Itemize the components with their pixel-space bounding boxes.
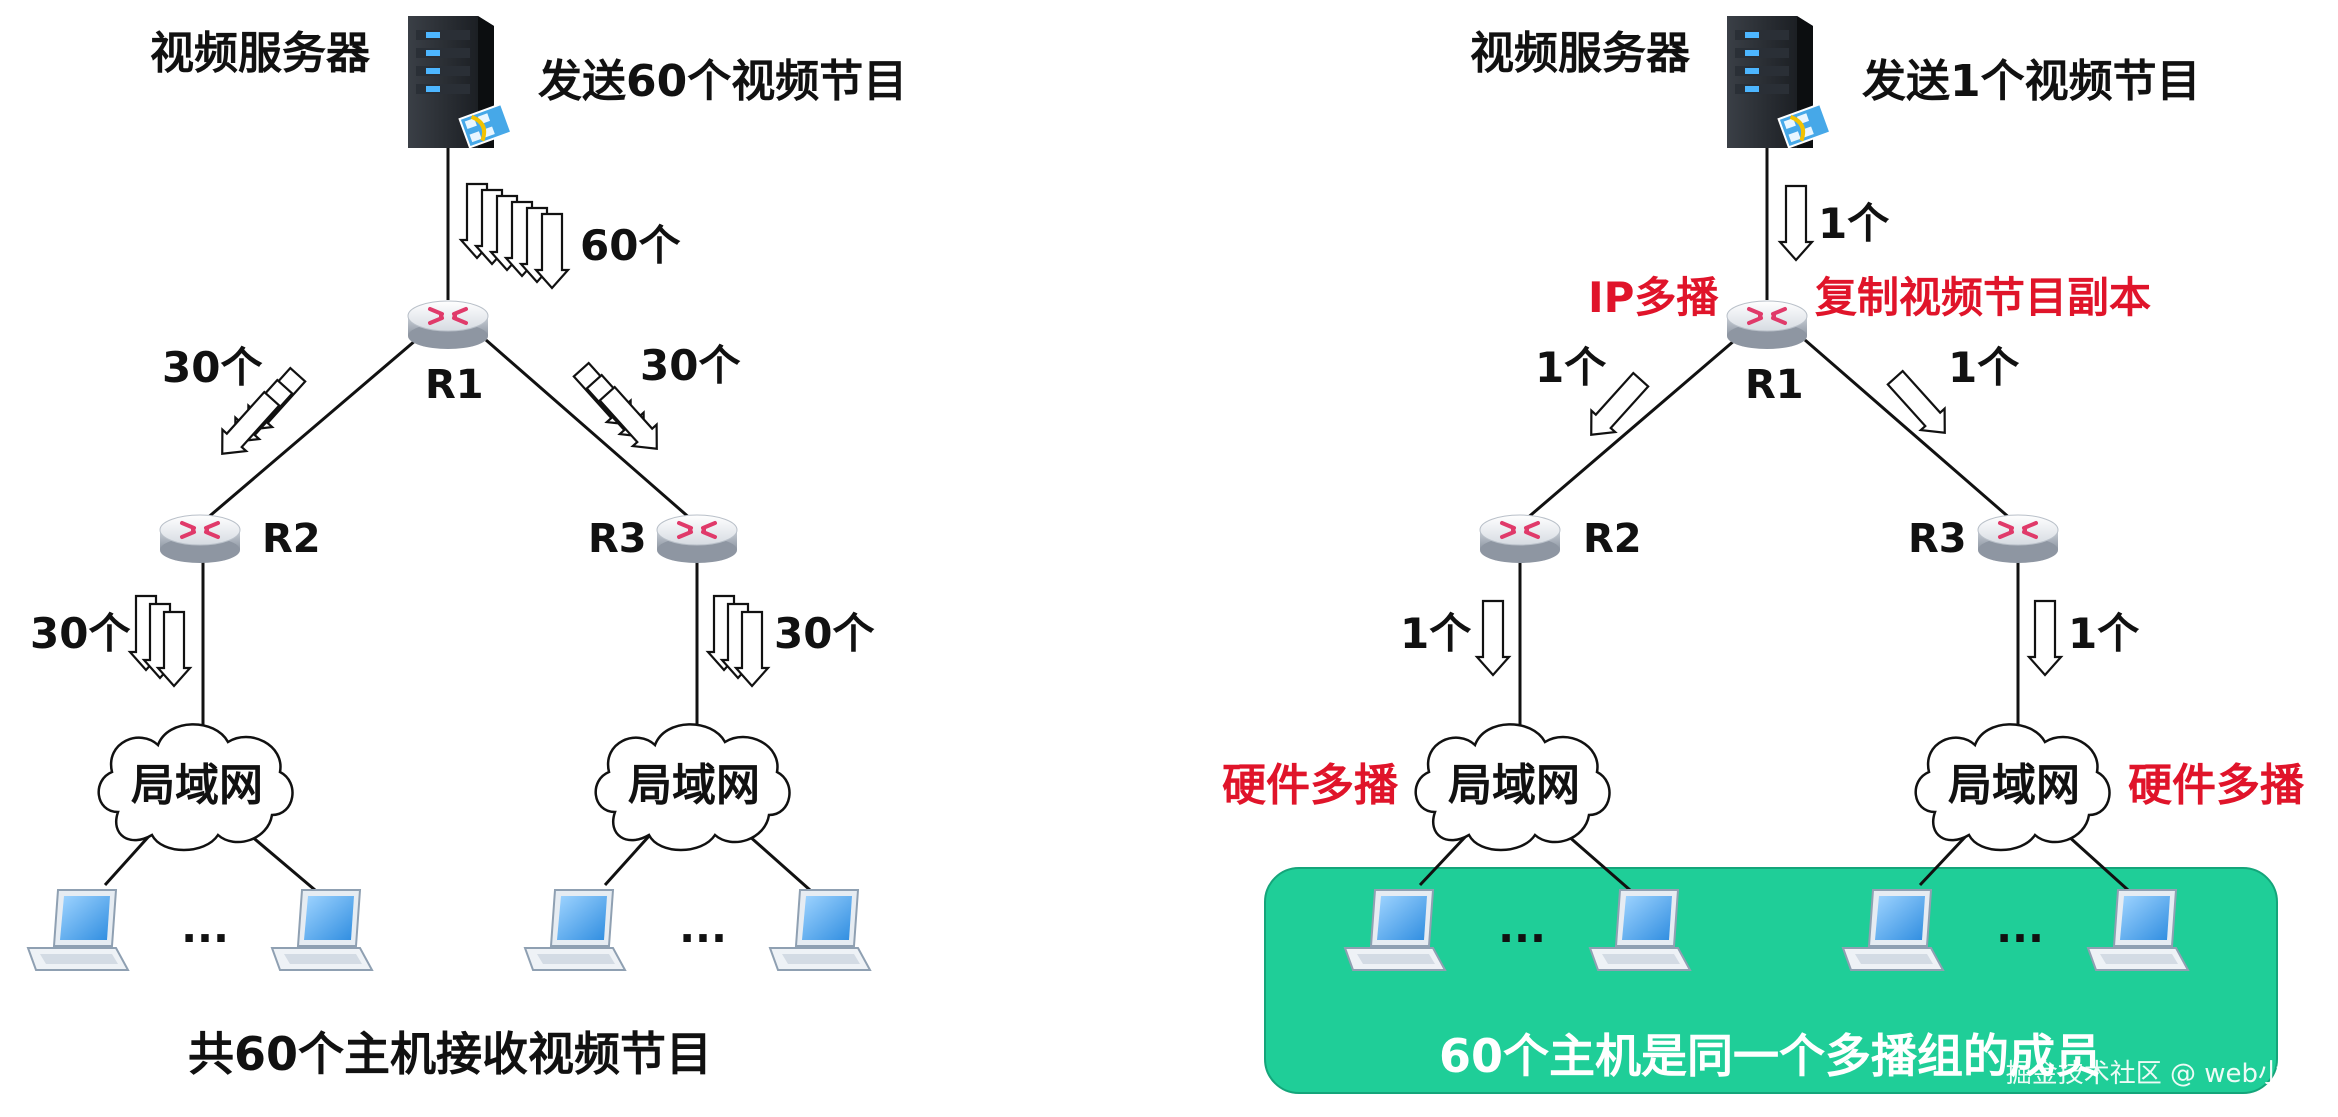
router-r2-label: R2 bbox=[262, 516, 321, 562]
left-panel: 视频服务器 发送60个视频节目 60个 30个 30个 bbox=[27, 14, 907, 1081]
router-r3-icon bbox=[1976, 513, 2060, 565]
count-r3-lan: 1个 bbox=[2068, 609, 2139, 658]
link-lan1-host-b bbox=[249, 833, 316, 892]
packet-r2-lan bbox=[1475, 599, 1511, 677]
count-server-r1: 1个 bbox=[1818, 199, 1889, 248]
router-r2-icon bbox=[158, 513, 242, 565]
link-r1-r2-left bbox=[204, 338, 417, 522]
link-lan4-host-a bbox=[1918, 833, 1969, 887]
count-r1-left: 1个 bbox=[1535, 343, 1606, 392]
lan-label: 局域网 bbox=[1948, 760, 2080, 811]
router-r1-label: R1 bbox=[1745, 362, 1804, 408]
lan-cloud-left: 局域网 bbox=[97, 723, 294, 852]
ellipsis: ... bbox=[679, 903, 727, 952]
count-r1-right: 30个 bbox=[640, 341, 740, 390]
lan-cloud-right: 局域网 bbox=[1914, 723, 2111, 852]
packet-stack-r3-lan bbox=[706, 594, 770, 688]
laptop-icon bbox=[271, 889, 373, 971]
ellipsis: ... bbox=[181, 903, 229, 952]
link-lan4-host-b bbox=[2065, 833, 2130, 892]
ellipsis: ... bbox=[1996, 903, 2044, 952]
link-lan2-host-a bbox=[603, 833, 652, 887]
router-r1-label: R1 bbox=[425, 362, 484, 408]
link-lan1-host-a bbox=[103, 833, 152, 887]
lan-label: 局域网 bbox=[628, 760, 760, 811]
count-r1-left: 30个 bbox=[162, 343, 262, 392]
router-r1-icon bbox=[1725, 299, 1809, 351]
count-r3-lan: 30个 bbox=[774, 609, 874, 658]
packet-r1-r3 bbox=[1882, 365, 1958, 445]
router-r3-label: R3 bbox=[1908, 516, 1967, 562]
lan-label: 局域网 bbox=[1448, 760, 1580, 811]
lan-cloud-right: 局域网 bbox=[594, 723, 791, 852]
server-label: 视频服务器 bbox=[1470, 28, 1691, 79]
router-r3-label: R3 bbox=[588, 516, 647, 562]
count-60: 60个 bbox=[580, 221, 680, 270]
count-r1-right: 1个 bbox=[1948, 343, 2019, 392]
packet-stack-60 bbox=[459, 182, 570, 290]
server-icon bbox=[406, 14, 514, 150]
lan-cloud-left: 局域网 bbox=[1414, 723, 1611, 852]
link-r1-r3-left bbox=[485, 338, 693, 522]
count-r2-lan: 30个 bbox=[30, 609, 130, 658]
link-r1-r2-right bbox=[1524, 338, 1736, 522]
laptop-icon bbox=[27, 889, 129, 971]
router-r2-icon bbox=[1478, 513, 1562, 565]
packet-r3-lan bbox=[2027, 599, 2063, 677]
packet-server-r1 bbox=[1778, 184, 1814, 262]
laptop-icon bbox=[524, 889, 626, 971]
link-lan2-host-b bbox=[747, 833, 811, 892]
footer-label: 共60个主机接收视频节目 bbox=[188, 1027, 712, 1081]
ellipsis: ... bbox=[1498, 903, 1546, 952]
hw-multicast-label: 硬件多播 bbox=[1222, 760, 1399, 811]
link-lan3-host-a bbox=[1418, 833, 1469, 887]
replicate-label: 复制视频节目副本 bbox=[1815, 273, 2151, 322]
ip-multicast-label: IP多播 bbox=[1588, 273, 1719, 322]
link-lan3-host-b bbox=[1566, 833, 1631, 892]
hw-multicast-label: 硬件多播 bbox=[2128, 760, 2305, 811]
router-r3-icon bbox=[655, 513, 739, 565]
watermark: 掘金技术社区 @ web小张 bbox=[2006, 1059, 2310, 1089]
server-label: 视频服务器 bbox=[150, 28, 371, 79]
link-r1-r3-right bbox=[1804, 338, 2013, 522]
laptop-icon bbox=[769, 889, 871, 971]
multicast-group-box bbox=[1264, 867, 2278, 1094]
router-r1-icon bbox=[406, 299, 490, 351]
server-icon bbox=[1725, 14, 1833, 150]
lan-label: 局域网 bbox=[131, 760, 263, 811]
send-label: 发送1个视频节目 bbox=[1862, 56, 2201, 107]
group-label: 60个主机是同一个多播组的成员 bbox=[1439, 1029, 2101, 1083]
right-panel: 视频服务器 发送1个视频节目 1个 IP多播 复制视频节目副本 1个 1个 1个… bbox=[1222, 14, 2305, 1094]
count-r2-lan: 1个 bbox=[1400, 609, 1471, 658]
packet-stack-r2-lan bbox=[128, 594, 192, 688]
router-r2-label: R2 bbox=[1583, 516, 1642, 562]
send-label: 发送60个视频节目 bbox=[538, 56, 907, 107]
